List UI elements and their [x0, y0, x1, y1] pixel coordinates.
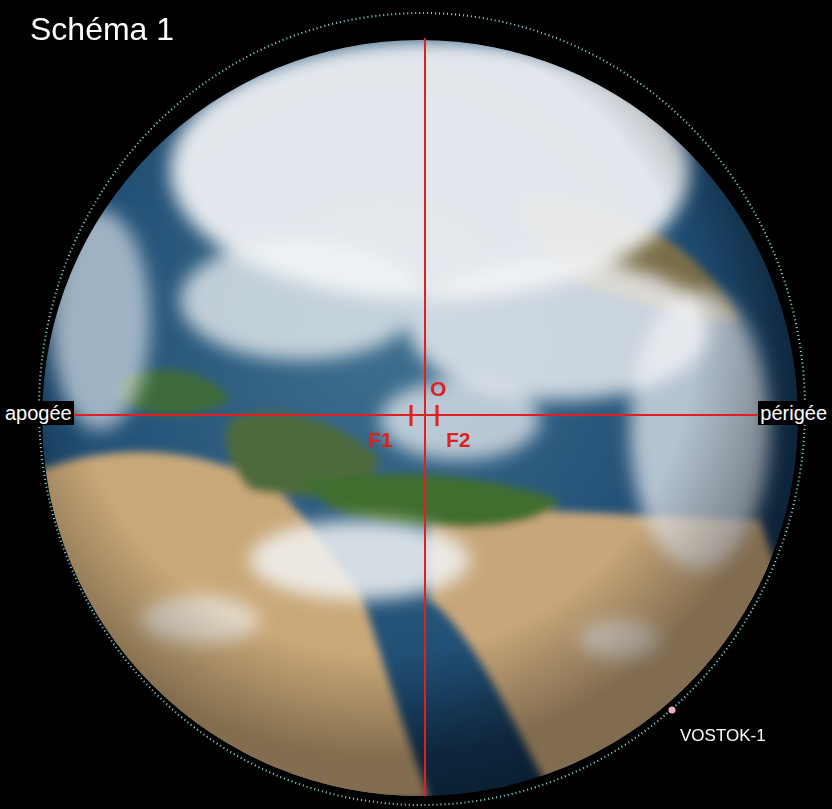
focus-label: F1 [368, 428, 393, 451]
apogee-label: apogée [3, 401, 74, 425]
spacecraft-label: VOSTOK-1 [680, 727, 766, 746]
diagram-title: Schéma 1 [30, 12, 174, 47]
center-label: O [430, 377, 446, 400]
focus-label: F2 [446, 428, 471, 451]
perigee-label: périgée [758, 401, 829, 425]
